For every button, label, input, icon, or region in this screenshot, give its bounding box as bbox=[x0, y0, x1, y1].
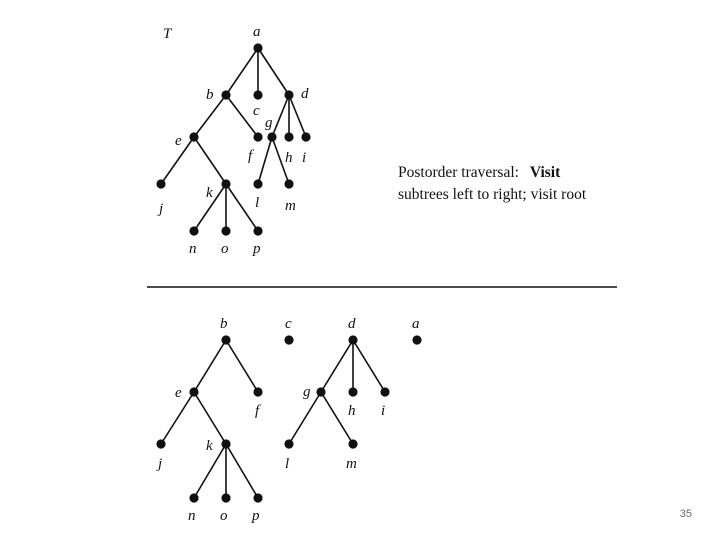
node-n bbox=[189, 226, 199, 236]
node-label-k: k bbox=[206, 185, 213, 201]
node-label-b: b bbox=[220, 316, 228, 332]
node-label-c: c bbox=[285, 316, 292, 332]
edge-b-e bbox=[193, 94, 227, 138]
node-label-p: p bbox=[252, 241, 261, 257]
node-i bbox=[301, 132, 311, 142]
node-label-l: l bbox=[285, 456, 289, 472]
node-n bbox=[189, 493, 199, 503]
node-label-h: h bbox=[348, 403, 356, 419]
node-label-l: l bbox=[255, 195, 259, 211]
edge-d-i bbox=[352, 339, 386, 393]
edge-g-m bbox=[271, 136, 290, 185]
bottom-forest-edges bbox=[160, 339, 386, 499]
node-c bbox=[253, 90, 263, 100]
bottom-forest-nodes: b c d a e f g h i j k l m n o p bbox=[156, 316, 422, 524]
node-label-j: j bbox=[157, 201, 163, 217]
edge-e-j bbox=[160, 136, 195, 185]
node-label-n: n bbox=[189, 241, 197, 257]
top-tree-edges bbox=[160, 47, 307, 232]
node-k bbox=[221, 179, 231, 189]
node-o bbox=[221, 493, 231, 503]
bottom-forest: b c d a e f g h i j k l m n o p bbox=[156, 316, 422, 524]
edge-k-n bbox=[193, 183, 227, 232]
edge-e-k bbox=[193, 391, 227, 445]
edge-a-b bbox=[225, 47, 259, 96]
node-d bbox=[284, 90, 294, 100]
edge-d-g bbox=[320, 339, 354, 393]
node-label-g: g bbox=[265, 115, 273, 131]
node-label-f: f bbox=[248, 148, 254, 164]
edge-d-g bbox=[271, 94, 290, 138]
node-label-h: h bbox=[285, 150, 293, 166]
edge-e-k bbox=[193, 136, 227, 185]
page-number: 35 bbox=[679, 508, 692, 520]
node-label-c: c bbox=[253, 103, 260, 119]
node-e bbox=[189, 132, 199, 142]
edge-d-i bbox=[288, 94, 307, 138]
node-h bbox=[348, 387, 358, 397]
edge-a-d bbox=[257, 47, 290, 96]
edge-g-m bbox=[320, 391, 354, 445]
caption-line-1-text: Postorder traversal: bbox=[398, 164, 519, 181]
node-j bbox=[156, 439, 166, 449]
node-label-a: a bbox=[253, 24, 261, 40]
node-f bbox=[253, 387, 263, 397]
edge-k-n bbox=[193, 443, 227, 499]
node-k bbox=[221, 439, 231, 449]
node-a bbox=[412, 335, 422, 345]
node-label-j: j bbox=[156, 456, 162, 472]
node-label-e: e bbox=[175, 385, 182, 401]
node-label-m: m bbox=[346, 456, 357, 472]
edge-g-l bbox=[288, 391, 322, 445]
edge-b-f bbox=[225, 339, 259, 393]
node-b bbox=[221, 90, 231, 100]
node-c bbox=[284, 335, 294, 345]
node-label-o: o bbox=[221, 241, 229, 257]
node-label-e: e bbox=[175, 133, 182, 149]
node-l bbox=[284, 439, 294, 449]
node-i bbox=[380, 387, 390, 397]
node-b bbox=[221, 335, 231, 345]
node-l bbox=[253, 179, 263, 189]
node-label-d: d bbox=[301, 86, 309, 102]
node-label-o: o bbox=[220, 508, 228, 524]
edge-g-l bbox=[257, 136, 273, 185]
edge-k-p bbox=[225, 183, 259, 232]
node-label-b: b bbox=[206, 87, 214, 103]
tree-title: T bbox=[163, 26, 173, 42]
node-e bbox=[189, 387, 199, 397]
edge-e-j bbox=[160, 391, 195, 445]
node-h bbox=[284, 132, 294, 142]
node-label-f: f bbox=[255, 403, 261, 419]
node-label-i: i bbox=[381, 403, 385, 419]
node-m bbox=[284, 179, 294, 189]
node-d bbox=[348, 335, 358, 345]
node-a bbox=[253, 43, 263, 53]
caption-line-1: Postorder traversal: Visit bbox=[398, 164, 561, 181]
node-m bbox=[348, 439, 358, 449]
node-label-k: k bbox=[206, 438, 213, 454]
edge-b-f bbox=[225, 94, 259, 138]
node-o bbox=[221, 226, 231, 236]
edge-k-p bbox=[225, 443, 259, 499]
node-j bbox=[156, 179, 166, 189]
node-label-i: i bbox=[302, 150, 306, 166]
edge-b-e bbox=[193, 339, 227, 393]
node-p bbox=[253, 493, 263, 503]
node-label-g: g bbox=[303, 384, 311, 400]
node-label-m: m bbox=[285, 198, 296, 214]
node-label-d: d bbox=[348, 316, 356, 332]
caption-line-2: subtrees left to right; visit root bbox=[398, 186, 587, 203]
node-f bbox=[253, 132, 263, 142]
caption-line-1-emphasis: Visit bbox=[530, 164, 561, 181]
node-p bbox=[253, 226, 263, 236]
node-label-a: a bbox=[412, 316, 420, 332]
node-g bbox=[267, 132, 277, 142]
node-g bbox=[316, 387, 326, 397]
node-label-n: n bbox=[188, 508, 196, 524]
node-label-p: p bbox=[251, 508, 260, 524]
